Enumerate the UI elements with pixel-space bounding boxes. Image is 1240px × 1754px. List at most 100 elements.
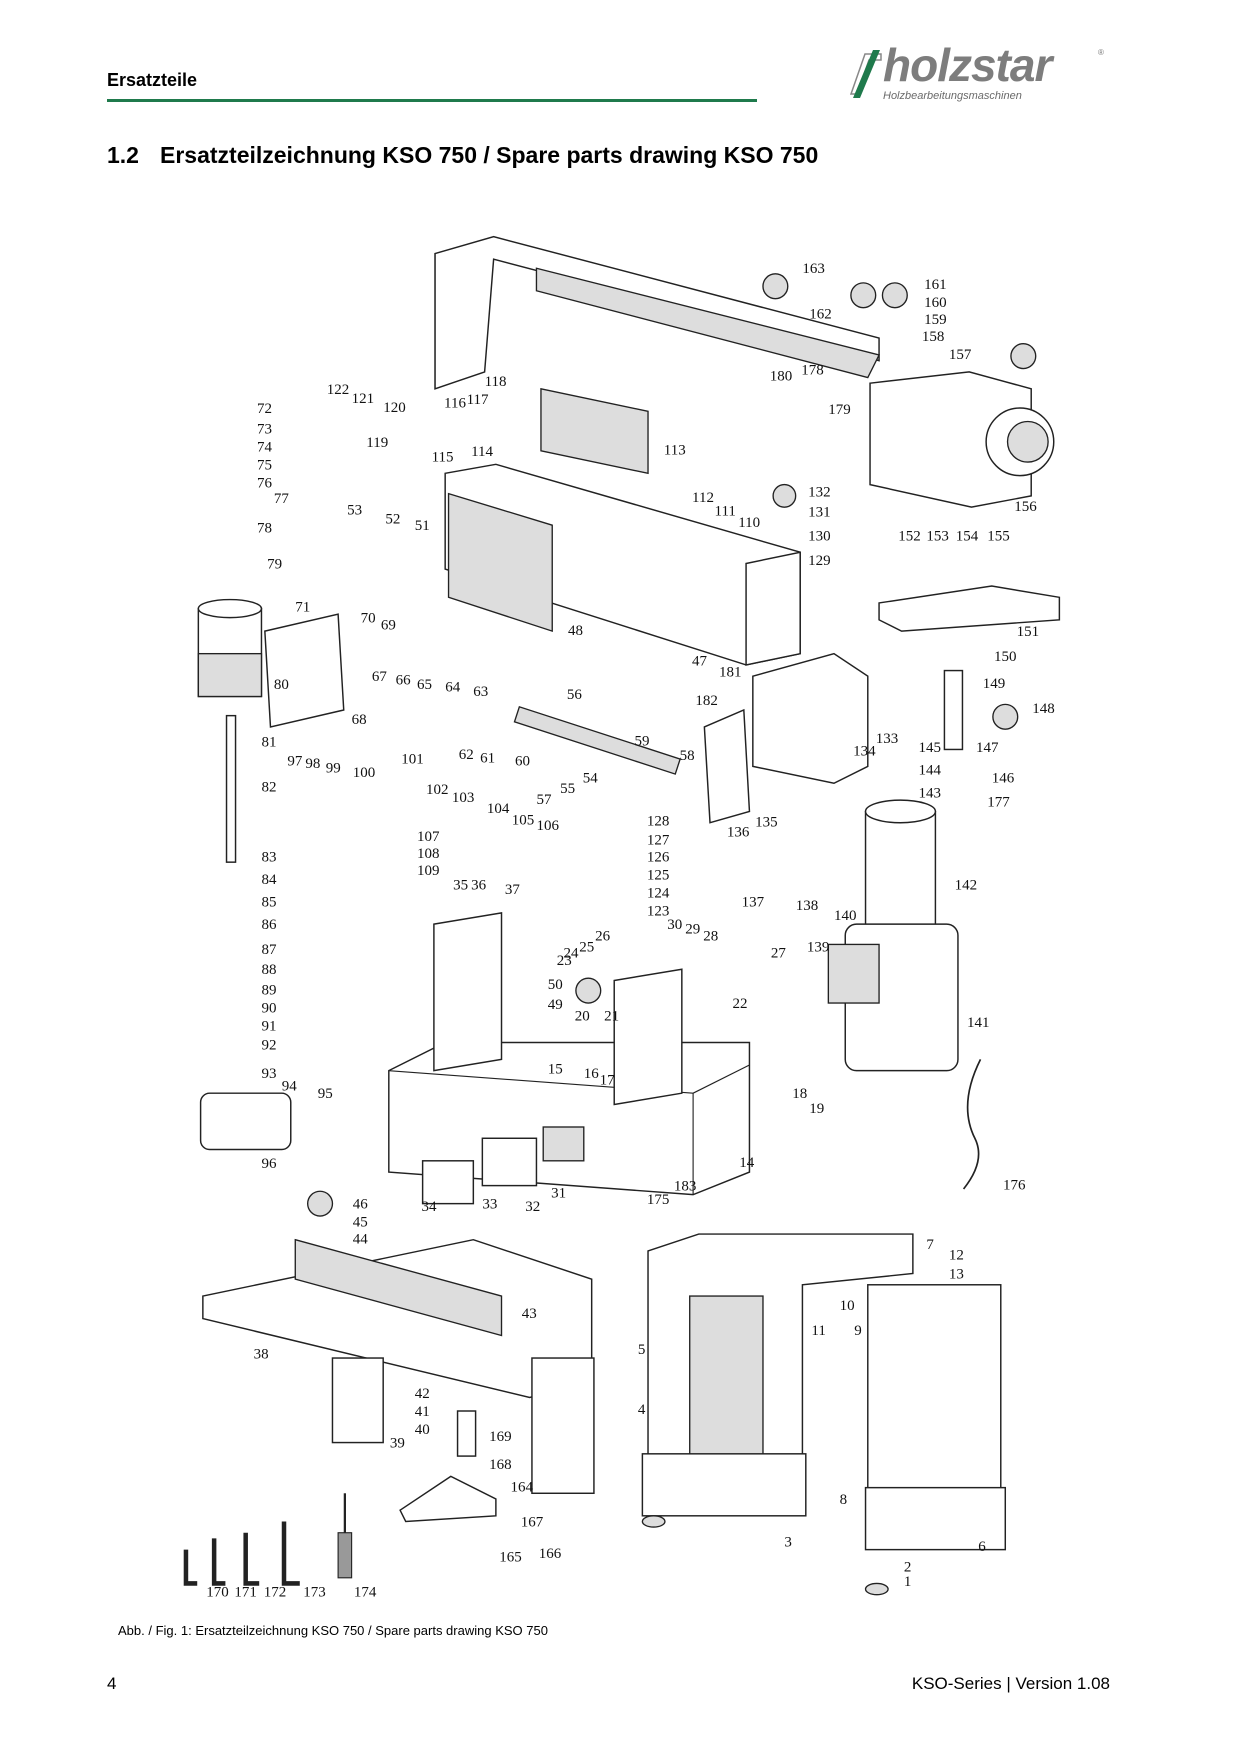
base-frame — [388, 912, 751, 1196]
part-label-103: 103 — [452, 790, 475, 806]
spindle-housing — [444, 463, 801, 666]
part-label-147: 147 — [976, 740, 999, 756]
block-94 — [199, 1092, 292, 1151]
part-label-179: 179 — [828, 402, 851, 418]
part-label-101: 101 — [401, 752, 424, 768]
part-label-32: 32 — [525, 1199, 540, 1215]
part-label-130: 130 — [808, 528, 831, 544]
part-label-113: 113 — [664, 443, 686, 459]
part-label-99: 99 — [326, 761, 341, 777]
part-label-158: 158 — [922, 329, 945, 345]
cover-plate — [540, 387, 649, 475]
part-label-106: 106 — [537, 818, 560, 834]
part-label-120: 120 — [383, 400, 406, 416]
logo-registered: ® — [1098, 48, 1104, 57]
switch-plate — [481, 1137, 538, 1187]
part-label-100: 100 — [353, 765, 376, 781]
part-label-155: 155 — [987, 528, 1010, 544]
part-label-11: 11 — [811, 1323, 825, 1339]
part-label-19: 19 — [809, 1101, 824, 1117]
part-label-134: 134 — [853, 744, 876, 760]
part-label-34: 34 — [422, 1199, 438, 1215]
part-label-41: 41 — [415, 1404, 430, 1420]
part-label-129: 129 — [808, 553, 831, 569]
part-label-49: 49 — [548, 997, 563, 1013]
part-label-65: 65 — [417, 677, 432, 693]
spindle-81 — [225, 714, 237, 863]
part-label-44: 44 — [353, 1232, 369, 1248]
part-label-79: 79 — [267, 557, 282, 573]
part-label-51: 51 — [415, 518, 430, 534]
part-label-88: 88 — [262, 962, 277, 978]
part-label-4: 4 — [638, 1402, 646, 1418]
part-label-96: 96 — [262, 1156, 278, 1172]
part-label-23: 23 — [557, 953, 572, 969]
part-label-176: 176 — [1003, 1178, 1026, 1194]
section-header: Ersatzteile — [107, 70, 198, 90]
bracket-plate — [752, 652, 869, 785]
part-label-1: 1 — [904, 1574, 912, 1590]
part-label-142: 142 — [955, 878, 978, 894]
part-label-71: 71 — [295, 599, 310, 615]
work-table — [202, 1238, 595, 1495]
part-label-125: 125 — [647, 868, 670, 884]
slide-135 — [703, 708, 751, 824]
dust-hood — [869, 371, 1055, 508]
part-label-83: 83 — [262, 850, 277, 866]
part-label-35: 35 — [453, 878, 468, 894]
part-label-74: 74 — [257, 439, 273, 455]
logo-brand: holzstar — [883, 39, 1052, 91]
logo-tagline: Holzbearbeitungsmaschinen — [883, 90, 1022, 102]
part-label-27: 27 — [771, 945, 787, 961]
part-label-9: 9 — [854, 1323, 862, 1339]
part-label-14: 14 — [739, 1155, 755, 1171]
part-label-140: 140 — [834, 908, 857, 924]
part-label-66: 66 — [396, 673, 412, 689]
part-label-64: 64 — [445, 679, 461, 695]
holzstar-logo: holzstar ® Holzbearbeitungsmaschinen — [843, 39, 1113, 106]
part-label-93: 93 — [262, 1066, 277, 1082]
part-label-20: 20 — [575, 1008, 590, 1024]
part-label-61: 61 — [480, 750, 495, 766]
part-label-111: 111 — [715, 504, 736, 520]
spindle-screw-59 — [513, 705, 681, 775]
part-label-110: 110 — [738, 515, 760, 531]
table-insert — [878, 585, 1061, 632]
part-label-40: 40 — [415, 1422, 430, 1438]
part-label-169: 169 — [489, 1429, 512, 1445]
part-label-170: 170 — [206, 1584, 229, 1600]
part-label-15: 15 — [548, 1061, 563, 1077]
part-label-108: 108 — [417, 846, 440, 862]
part-label-162: 162 — [809, 306, 832, 322]
part-label-178: 178 — [801, 363, 824, 379]
part-label-166: 166 — [539, 1546, 562, 1562]
part-label-181: 181 — [719, 665, 742, 681]
part-label-180: 180 — [770, 368, 793, 384]
part-label-52: 52 — [385, 511, 400, 527]
part-label-126: 126 — [647, 850, 670, 866]
part-label-112: 112 — [692, 490, 714, 506]
part-label-136: 136 — [727, 825, 750, 841]
logo-mark-icon — [849, 50, 882, 98]
part-label-90: 90 — [262, 1001, 277, 1017]
part-label-58: 58 — [680, 748, 695, 764]
part-label-102: 102 — [426, 782, 449, 798]
switch-box — [421, 1160, 475, 1205]
part-label-67: 67 — [372, 669, 388, 685]
part-label-145: 145 — [919, 740, 942, 756]
bracket-68 — [264, 613, 345, 728]
part-label-124: 124 — [647, 886, 670, 902]
part-label-84: 84 — [262, 872, 278, 888]
part-label-117: 117 — [467, 392, 489, 408]
part-label-47: 47 — [692, 653, 708, 669]
part-label-48: 48 — [568, 623, 583, 639]
part-label-8: 8 — [840, 1492, 848, 1508]
part-label-13: 13 — [949, 1267, 964, 1283]
part-label-75: 75 — [257, 457, 272, 473]
part-label-25: 25 — [579, 940, 594, 956]
part-label-115: 115 — [432, 449, 454, 465]
part-label-133: 133 — [876, 731, 899, 747]
part-label-78: 78 — [257, 520, 272, 536]
section-number: 1.2 — [107, 142, 139, 168]
part-label-17: 17 — [600, 1073, 616, 1089]
